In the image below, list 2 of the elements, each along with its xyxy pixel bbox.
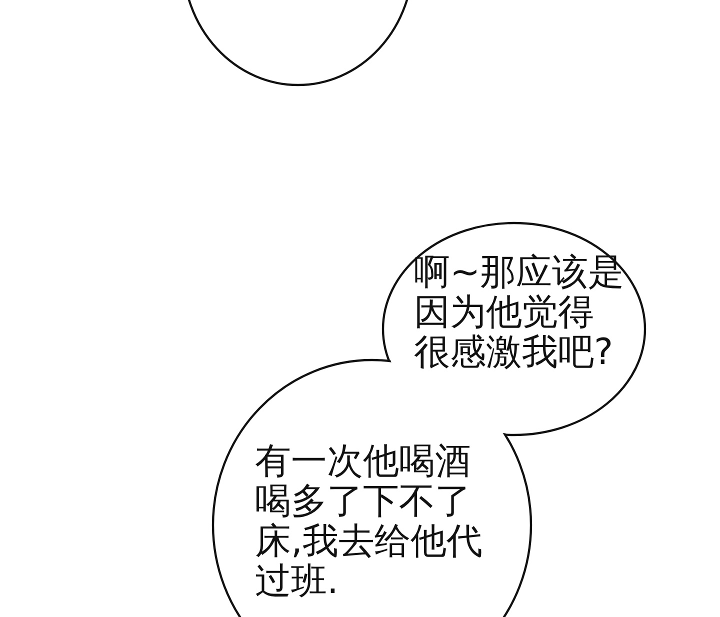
speech-text: 啊~那应该是因为他觉得很感激我吧? [414, 253, 626, 373]
speech-text: 有一次他喝酒喝多了下不了床,我去给他代过班. [255, 442, 484, 602]
